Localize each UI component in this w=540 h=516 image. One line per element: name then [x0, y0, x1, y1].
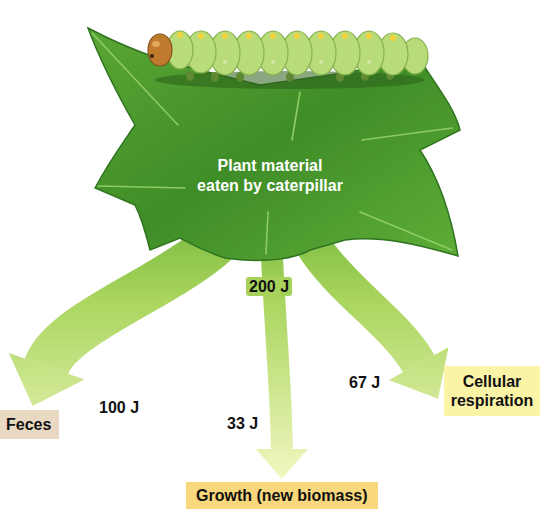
box-text: Growth (new biomass) — [196, 486, 368, 505]
arrow-head — [256, 449, 308, 479]
arrow-head — [389, 347, 449, 398]
box-text: Plant material eaten by caterpillar — [196, 156, 344, 196]
energy-value: 33 J — [224, 414, 261, 433]
caterpillar — [148, 31, 428, 89]
energy-value: 100 J — [96, 398, 142, 417]
leaf-node: Plant material eaten by caterpillar — [196, 156, 344, 196]
box-text: Cellular respiration — [450, 372, 534, 410]
energy-value: 200 J — [246, 277, 292, 296]
output-box: Feces — [0, 410, 59, 439]
leaf-shape — [88, 28, 460, 260]
energy-value: 67 J — [346, 373, 383, 392]
output-box: Cellular respiration — [444, 366, 540, 416]
output-box: Growth (new biomass) — [186, 482, 378, 509]
box-text: Feces — [6, 415, 51, 434]
arrow-head — [9, 353, 85, 406]
